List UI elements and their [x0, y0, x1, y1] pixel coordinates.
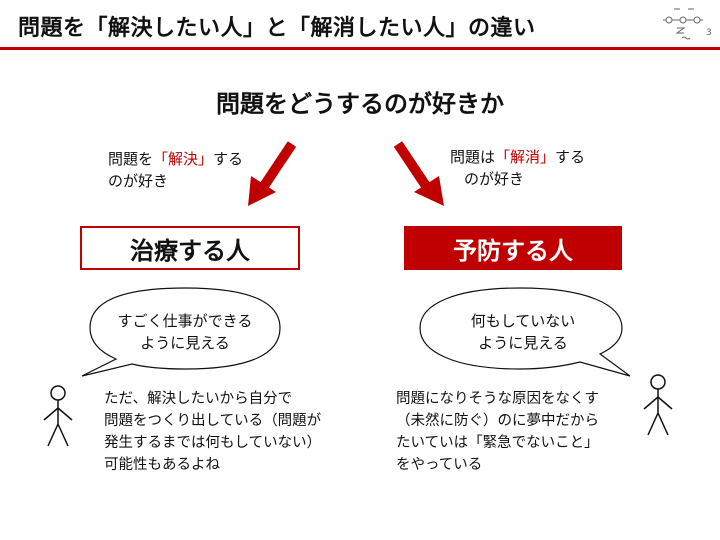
right-pref-suffix: する	[555, 148, 586, 166]
right-desc-line: たいていは「緊急でないこと」	[396, 435, 599, 451]
left-desc-line: 問題をつくり出している（問題が	[104, 413, 322, 429]
preventer-label: 予防する人	[404, 226, 622, 270]
left-speech-bubble	[81, 287, 281, 377]
right-desc-line: 問題になりそうな原因をなくす	[396, 391, 599, 407]
left-desc-line: ただ、解決したいから自分で	[104, 391, 293, 407]
right-preference: 問題は「解消」する のが好き	[450, 146, 585, 190]
left-description: ただ、解決したいから自分で 問題をつくり出している（問題が 発生するまでは何もし…	[104, 388, 321, 476]
right-person-icon	[643, 374, 673, 436]
right-desc-line: （未然に防ぐ）のに夢中だから	[396, 413, 599, 429]
right-speech-bubble	[419, 287, 631, 377]
right-bubble-text: 何もしていない ように見える	[428, 310, 618, 354]
left-bubble-line2: ように見える	[140, 334, 230, 352]
title-divider	[0, 47, 720, 50]
right-bubble-line2: ように見える	[478, 334, 568, 352]
left-bubble-line1: すごく仕事ができる	[117, 312, 253, 330]
left-pref-highlight: 「解決」	[153, 150, 214, 168]
left-arrow-icon	[248, 141, 297, 206]
left-pref-suffix: する	[213, 150, 244, 168]
dots-face-logo-icon: 3	[663, 8, 712, 40]
left-desc-line: 発生するまでは何もしていない）	[104, 435, 322, 451]
central-question: 問題をどうするのが好きか	[216, 90, 504, 118]
right-pref-highlight: 「解消」	[495, 148, 556, 166]
left-preference: 問題を「解決」する のが好き	[108, 148, 243, 192]
left-pref-line2: のが好き	[108, 172, 169, 190]
left-desc-line: 可能性もあるよね	[104, 457, 220, 473]
right-arrow-icon	[393, 141, 444, 206]
left-person-icon	[43, 385, 73, 447]
right-pref-text: 問題は	[450, 148, 496, 166]
right-description: 問題になりそうな原因をなくす （未然に防ぐ）のに夢中だから たいていは「緊急でな…	[396, 388, 599, 476]
right-pref-line2: のが好き	[464, 170, 525, 188]
right-desc-line: をやっている	[396, 457, 483, 473]
right-bubble-line1: 何もしていない	[470, 312, 576, 330]
left-pref-text: 問題を	[108, 150, 154, 168]
slide-title: 問題を「解決したい人」と「解消したい人」の違い	[18, 16, 536, 41]
left-bubble-text: すごく仕事ができる ように見える	[90, 310, 280, 354]
logo-number: 3	[706, 28, 712, 38]
therapist-label: 治療する人	[80, 226, 300, 270]
